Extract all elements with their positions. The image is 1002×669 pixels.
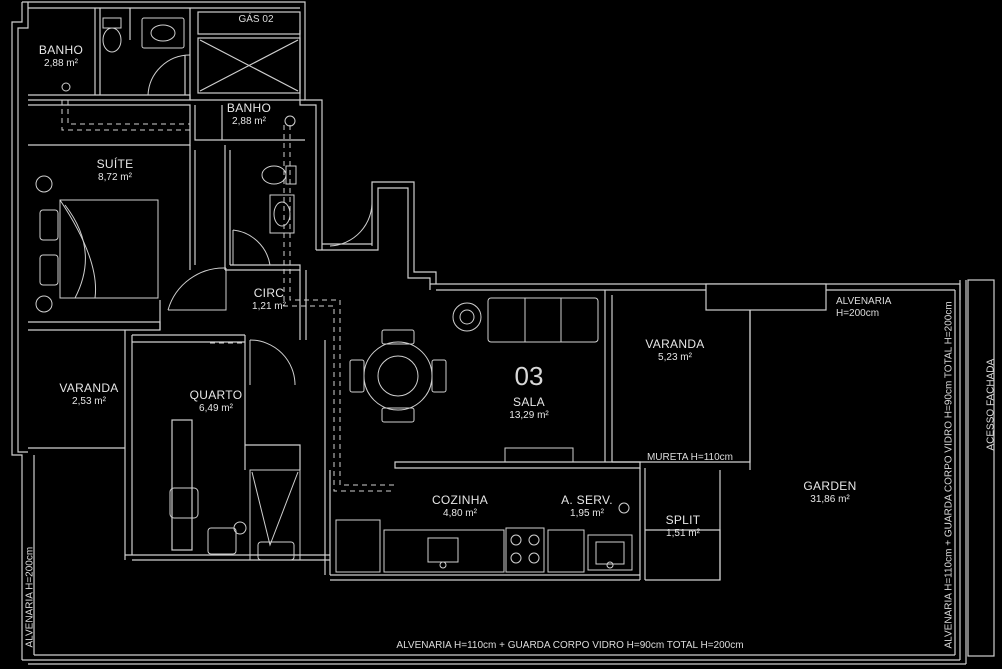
alvenaria-top-label: ALVENARIA — [836, 296, 892, 307]
room-suite: SUÍTE 8,72 m² — [80, 157, 150, 183]
room-area: 4,80 m² — [443, 507, 477, 519]
room-aserv: A. SERV. 1,95 m² — [552, 493, 622, 519]
room-cozinha: COZINHA 4,80 m² — [420, 493, 500, 519]
dashed-ceiling-lines — [61, 100, 395, 492]
room-area: 6,49 m² — [199, 402, 233, 414]
mureta-note: MURETA H=110cm — [646, 452, 734, 463]
room-name: QUARTO — [189, 388, 243, 402]
room-name: VARANDA — [645, 337, 705, 351]
unit-number: 03 — [514, 361, 544, 391]
alvenaria-top-height: H=200cm — [836, 307, 880, 319]
acesso-fachada-label: ACESSO FACHADA — [985, 358, 997, 451]
room-area: 8,72 m² — [98, 171, 132, 183]
room-banho1: BANHO 2,88 m² — [30, 43, 92, 69]
room-quarto: QUARTO 6,49 m² — [176, 388, 256, 414]
alvenaria-bottom-note: ALVENARIA H=110cm + GUARDA CORPO VIDRO H… — [396, 640, 744, 651]
alvenaria-right-note: ALVENARIA H=110cm + GUARDA CORPO VIDRO H… — [943, 301, 955, 649]
room-name: CIRC — [253, 286, 285, 300]
room-area: 13,29 m² — [509, 409, 549, 421]
room-name: COZINHA — [431, 493, 489, 507]
doors — [147, 54, 373, 386]
room-area: 1,95 m² — [570, 507, 604, 519]
room-name: BANHO — [226, 101, 272, 115]
room-split: SPLIT 1,51 m² — [652, 513, 714, 539]
room-name: SPLIT — [665, 513, 701, 527]
room-area: 1,21 m² — [252, 300, 286, 312]
room-circ: CIRC 1,21 m² — [236, 286, 302, 312]
room-varanda2: VARANDA 5,23 m² — [630, 337, 720, 363]
room-area: 2,53 m² — [72, 395, 106, 407]
room-area: 2,88 m² — [44, 57, 78, 69]
room-name: SUÍTE — [96, 157, 134, 171]
room-name: BANHO — [38, 43, 84, 57]
gas-label: GÁS 02 — [238, 14, 274, 25]
alvenaria-top-note: ALVENARIA H=200cm — [836, 296, 916, 319]
room-area: 1,51 m² — [666, 527, 700, 539]
room-varanda1: VARANDA 2,53 m² — [44, 381, 134, 407]
room-area: 5,23 m² — [658, 351, 692, 363]
room-garden: GARDEN 31,86 m² — [790, 479, 870, 505]
room-area: 2,88 m² — [232, 115, 266, 127]
room-banho2: BANHO 2,88 m² — [218, 101, 280, 127]
room-name: GARDEN — [803, 479, 857, 493]
room-area: 31,86 m² — [810, 493, 850, 505]
room-name: SALA — [513, 395, 545, 409]
room-name: VARANDA — [59, 381, 119, 395]
room-name: A. SERV. — [561, 493, 613, 507]
interior-walls — [28, 8, 827, 581]
room-sala: SALA 13,29 m² — [494, 395, 564, 421]
outer-walls — [11, 1, 995, 665]
fixtures — [35, 17, 633, 573]
alvenaria-left-note: ALVENARIA H=200cm — [24, 546, 36, 648]
